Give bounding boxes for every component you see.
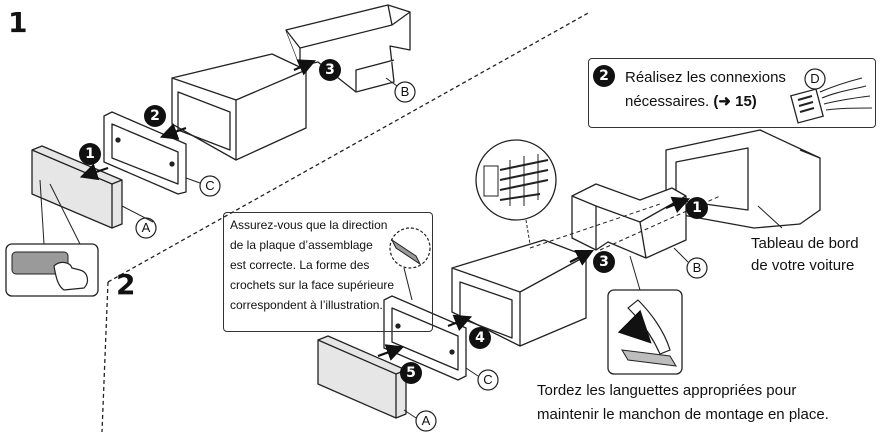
part-letter-b-bottom: B bbox=[692, 260, 702, 275]
part-letter-d: D bbox=[810, 71, 820, 86]
section-number-1: 1 bbox=[8, 6, 28, 39]
tabs-label-line1: Tordez les languettes appropriées pour bbox=[537, 382, 797, 399]
faceplate-a-bottom bbox=[317, 335, 407, 419]
receiver-unit-top bbox=[171, 53, 307, 161]
arrow-step3-bottom bbox=[569, 250, 594, 266]
connections-line2-text: nécessaires. bbox=[625, 93, 714, 110]
mounting-sleeve-b-bottom bbox=[571, 183, 687, 259]
step-badge-1-top: 1 bbox=[85, 146, 95, 162]
assembly-line-2: de la plaque d’assemblage bbox=[230, 238, 373, 252]
faceplate-a-top bbox=[31, 145, 123, 229]
release-leader bbox=[39, 179, 81, 245]
assembly-line-3: est correcte. La forme des bbox=[230, 258, 370, 272]
assembly-plate-c-bottom bbox=[383, 295, 467, 381]
release-button-callout bbox=[5, 243, 99, 297]
step-badge-1-bottom: 1 bbox=[692, 200, 702, 216]
tab-bending-inset bbox=[607, 289, 683, 375]
plate-zoom-leader bbox=[403, 267, 413, 301]
step-badge-2-callout: 2 bbox=[599, 68, 609, 84]
part-letter-c-top: C bbox=[205, 178, 215, 193]
wiring-connector-d bbox=[790, 77, 873, 124]
arrow-step2-top bbox=[159, 123, 187, 140]
vertical-separator bbox=[101, 281, 109, 433]
part-letter-b-top: B bbox=[400, 84, 410, 99]
diagonal-separator bbox=[107, 11, 591, 283]
step-badge-2-top: 2 bbox=[150, 108, 160, 124]
step-badge-3-bottom: 3 bbox=[599, 254, 609, 270]
step-badge-3-top: 3 bbox=[325, 62, 335, 78]
tabs-label-line2: maintenir le manchon de montage en place… bbox=[537, 406, 829, 423]
connections-page-ref: (➜ 15) bbox=[713, 93, 757, 110]
arrow-step5-bottom bbox=[377, 344, 405, 361]
connections-callout: Réalisez les connexions nécessaires. (➜ … bbox=[588, 58, 876, 128]
assembly-line-1: Assurez-vous que la direction bbox=[230, 218, 388, 232]
receiver-unit-bottom bbox=[451, 239, 587, 347]
arrow-step4-bottom bbox=[447, 314, 473, 332]
part-letter-c-bottom: C bbox=[483, 372, 493, 387]
connections-line1: Réalisez les connexions bbox=[625, 69, 786, 86]
zoom-callout-connector bbox=[475, 139, 557, 221]
arrow-step1-top bbox=[79, 163, 109, 181]
assembly-line-4: crochets sur la face supérieure bbox=[230, 278, 395, 292]
alignment-dashes bbox=[529, 195, 721, 251]
tab-inset-leader bbox=[629, 255, 641, 291]
dashboard-leader bbox=[757, 205, 783, 229]
dashboard-label-line2: de votre voiture bbox=[751, 257, 855, 274]
arrow-step1-bottom bbox=[665, 196, 691, 214]
dashboard-label-line1: Tableau de bord bbox=[751, 235, 859, 252]
assembly-plate-c-top bbox=[103, 111, 187, 195]
step-badge-5-bottom: 5 bbox=[406, 365, 416, 381]
arrow-step3-top bbox=[293, 59, 317, 76]
part-letter-a-top: A bbox=[141, 220, 151, 235]
assembly-line-5: correspondent à l’illustration. bbox=[230, 298, 383, 312]
assembly-callout: Assurez-vous que la direction de la plaq… bbox=[223, 212, 433, 332]
step-badge-4-bottom: 4 bbox=[475, 330, 485, 346]
connections-line2: nécessaires. (➜ 15) bbox=[625, 91, 757, 112]
mounting-sleeve-b-top bbox=[285, 4, 411, 93]
plate-zoom-callout bbox=[389, 227, 431, 269]
section-number-2: 2 bbox=[116, 268, 136, 301]
part-letter-a-bottom: A bbox=[421, 413, 431, 428]
zoom-leader bbox=[525, 219, 531, 245]
